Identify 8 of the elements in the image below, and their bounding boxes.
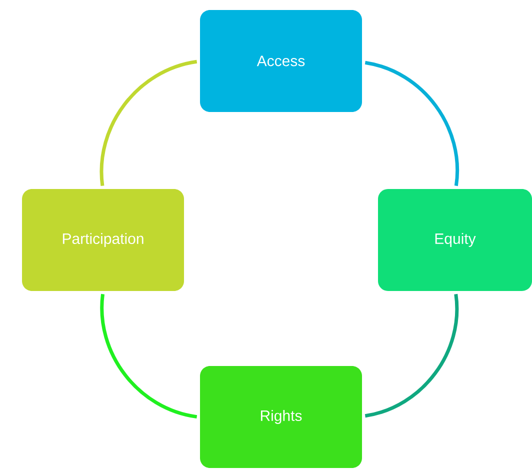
- rounded-box: Rights: [200, 366, 362, 468]
- rounded-box: Participation: [22, 188, 184, 291]
- arc-connector: [364, 294, 459, 418]
- rounded-box: Access: [200, 10, 362, 112]
- rounded-box: Equity: [378, 188, 532, 291]
- arc-connector: [100, 294, 198, 419]
- arc-connector: [100, 60, 198, 186]
- arc-connector: [364, 60, 460, 186]
